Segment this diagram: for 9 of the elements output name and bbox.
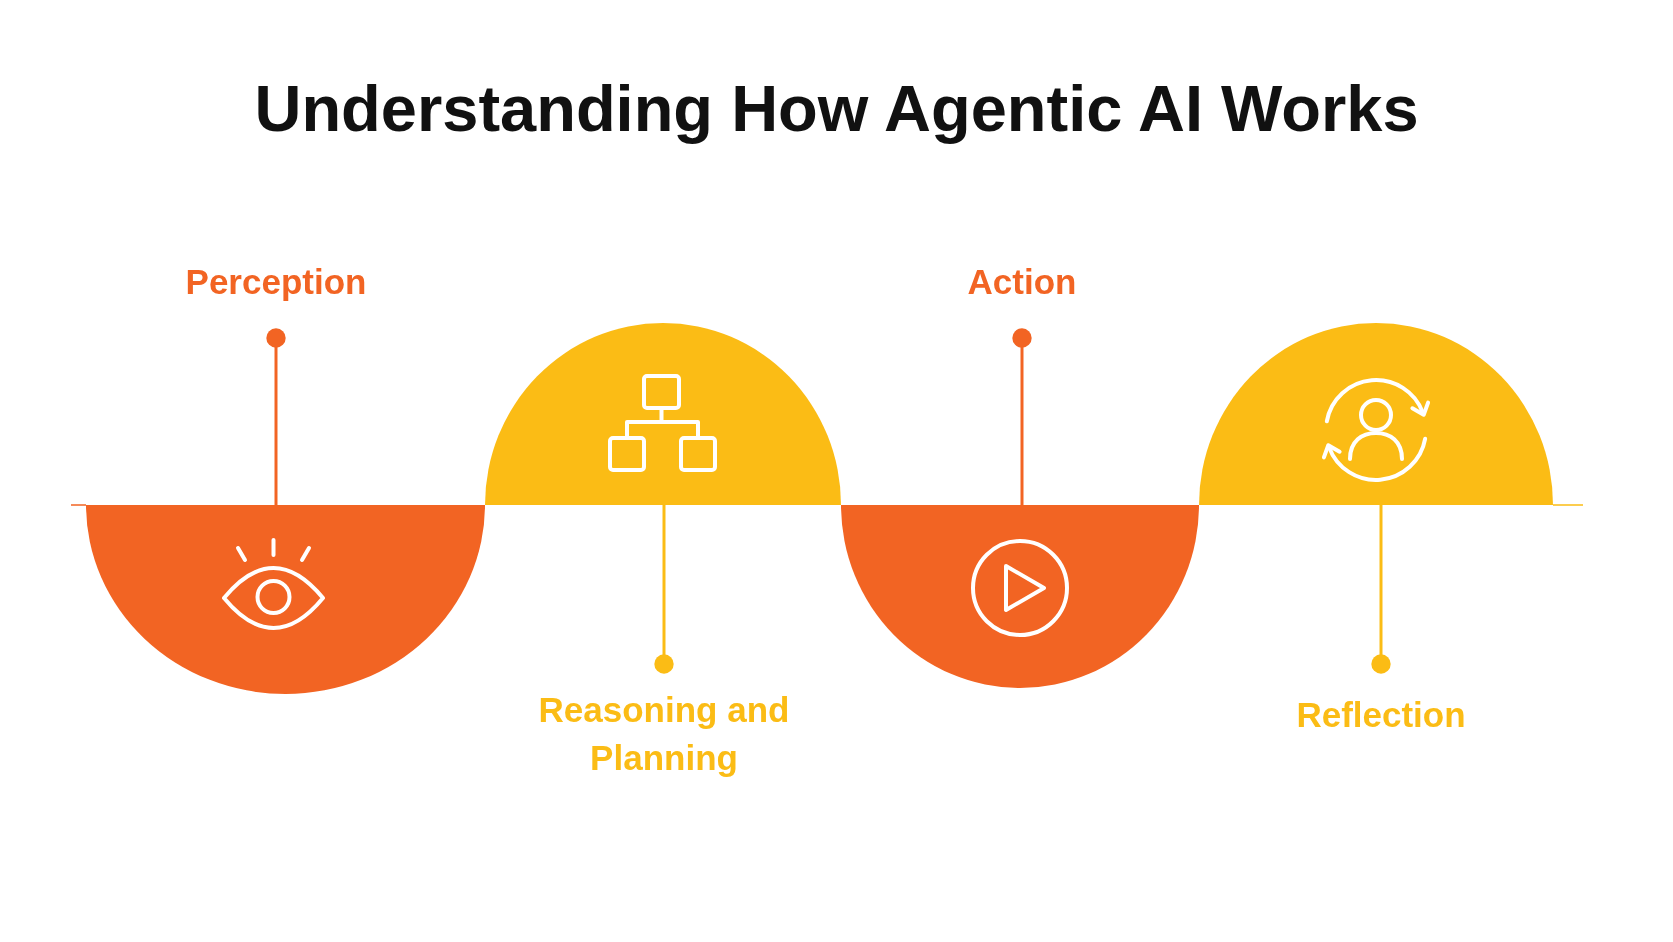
title: Understanding How Agentic AI Works (254, 72, 1419, 146)
step-label: Reasoning and Planning (538, 689, 790, 779)
step-label: Reflection (1295, 694, 1467, 736)
leader-line (1012, 328, 1032, 505)
leader-line (654, 505, 674, 674)
leader-line (1371, 505, 1391, 674)
step-label: Action (967, 261, 1077, 303)
step-label: Perception (185, 261, 367, 303)
leader-line (266, 328, 286, 505)
